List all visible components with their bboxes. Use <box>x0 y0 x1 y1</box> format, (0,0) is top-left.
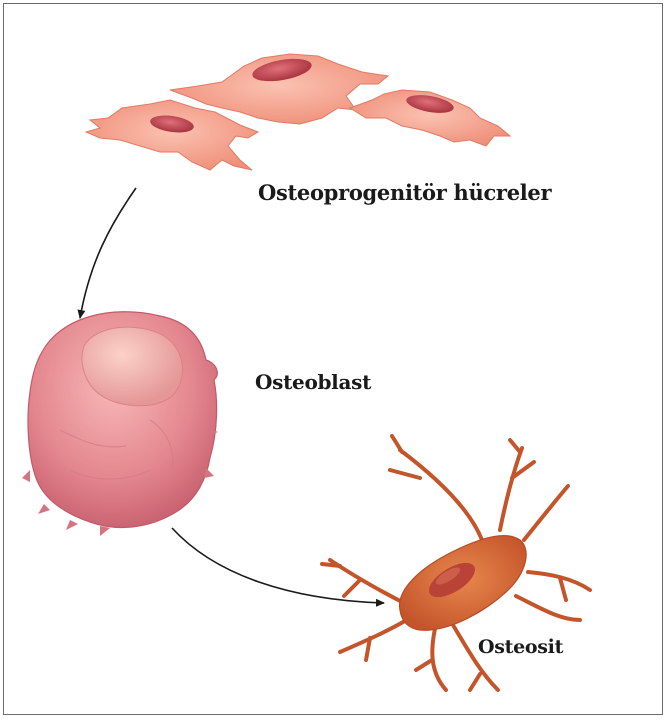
label-osteoprogenitor-cells: Osteoprogenitör hücreler <box>258 180 551 205</box>
label-osteocyte: Osteosit <box>478 636 563 658</box>
arrow-osteoblast-to-osteocyte <box>172 528 384 603</box>
osteoprogenitor-cell-right <box>350 90 510 146</box>
label-osteoblast: Osteoblast <box>255 370 371 394</box>
arrow-progenitor-to-osteoblast <box>80 188 136 318</box>
osteoblast-cell <box>22 312 218 536</box>
